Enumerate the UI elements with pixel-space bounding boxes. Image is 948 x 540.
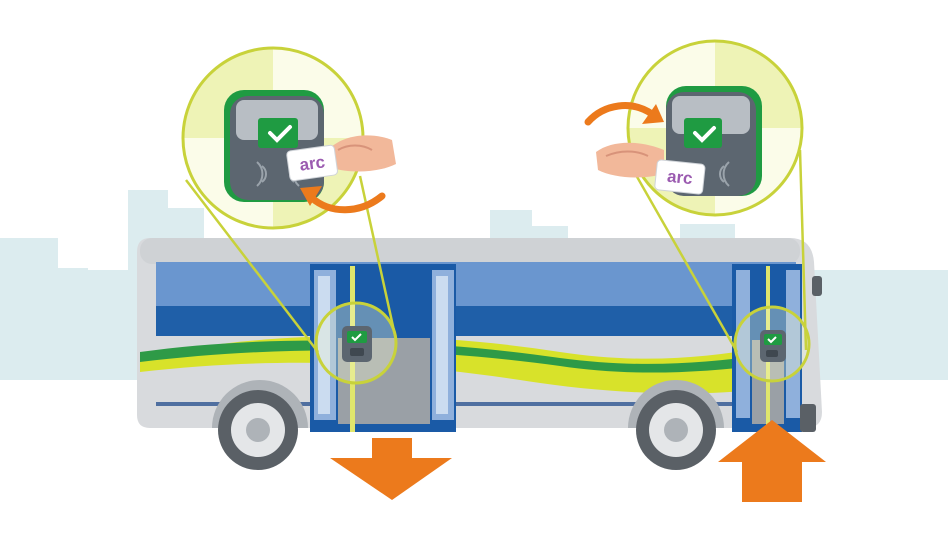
down-arrow-icon bbox=[330, 458, 452, 500]
checkmark-icon bbox=[693, 126, 716, 143]
hand bbox=[330, 135, 396, 172]
front-wheel bbox=[636, 390, 716, 470]
front-door-validator bbox=[733, 305, 811, 383]
bus-roof-band bbox=[140, 238, 800, 264]
tap-on-zoom-circle: arc bbox=[584, 39, 804, 217]
up-arrow-stem bbox=[742, 460, 802, 502]
bus-dark-blue-stripe bbox=[156, 306, 796, 336]
checkmark-icon bbox=[351, 333, 362, 342]
rear-door-validator bbox=[314, 301, 398, 385]
bus-lower-line bbox=[156, 402, 796, 406]
rotate-arrow-icon bbox=[584, 102, 656, 126]
tap-card: arc bbox=[654, 159, 706, 195]
hand bbox=[596, 142, 664, 178]
bus bbox=[137, 238, 822, 470]
tap-off-zoom-circle: arc bbox=[181, 46, 396, 230]
bus-front-bumper bbox=[800, 404, 816, 432]
checkmark-icon bbox=[268, 125, 292, 143]
svg-text:arc: arc bbox=[666, 167, 693, 189]
bus-mirror bbox=[812, 276, 822, 296]
tap-card: arc bbox=[286, 144, 338, 182]
contactless-icon bbox=[719, 161, 730, 187]
bus-green-swoosh bbox=[140, 340, 800, 373]
rear-wheel bbox=[218, 390, 298, 470]
up-arrow-icon bbox=[718, 420, 826, 462]
svg-text:arc: arc bbox=[298, 152, 326, 174]
down-arrow-stem bbox=[372, 438, 412, 460]
validator-device-large bbox=[224, 90, 324, 202]
checkmark-icon bbox=[767, 336, 777, 344]
rotate-arrow-icon bbox=[308, 192, 386, 214]
